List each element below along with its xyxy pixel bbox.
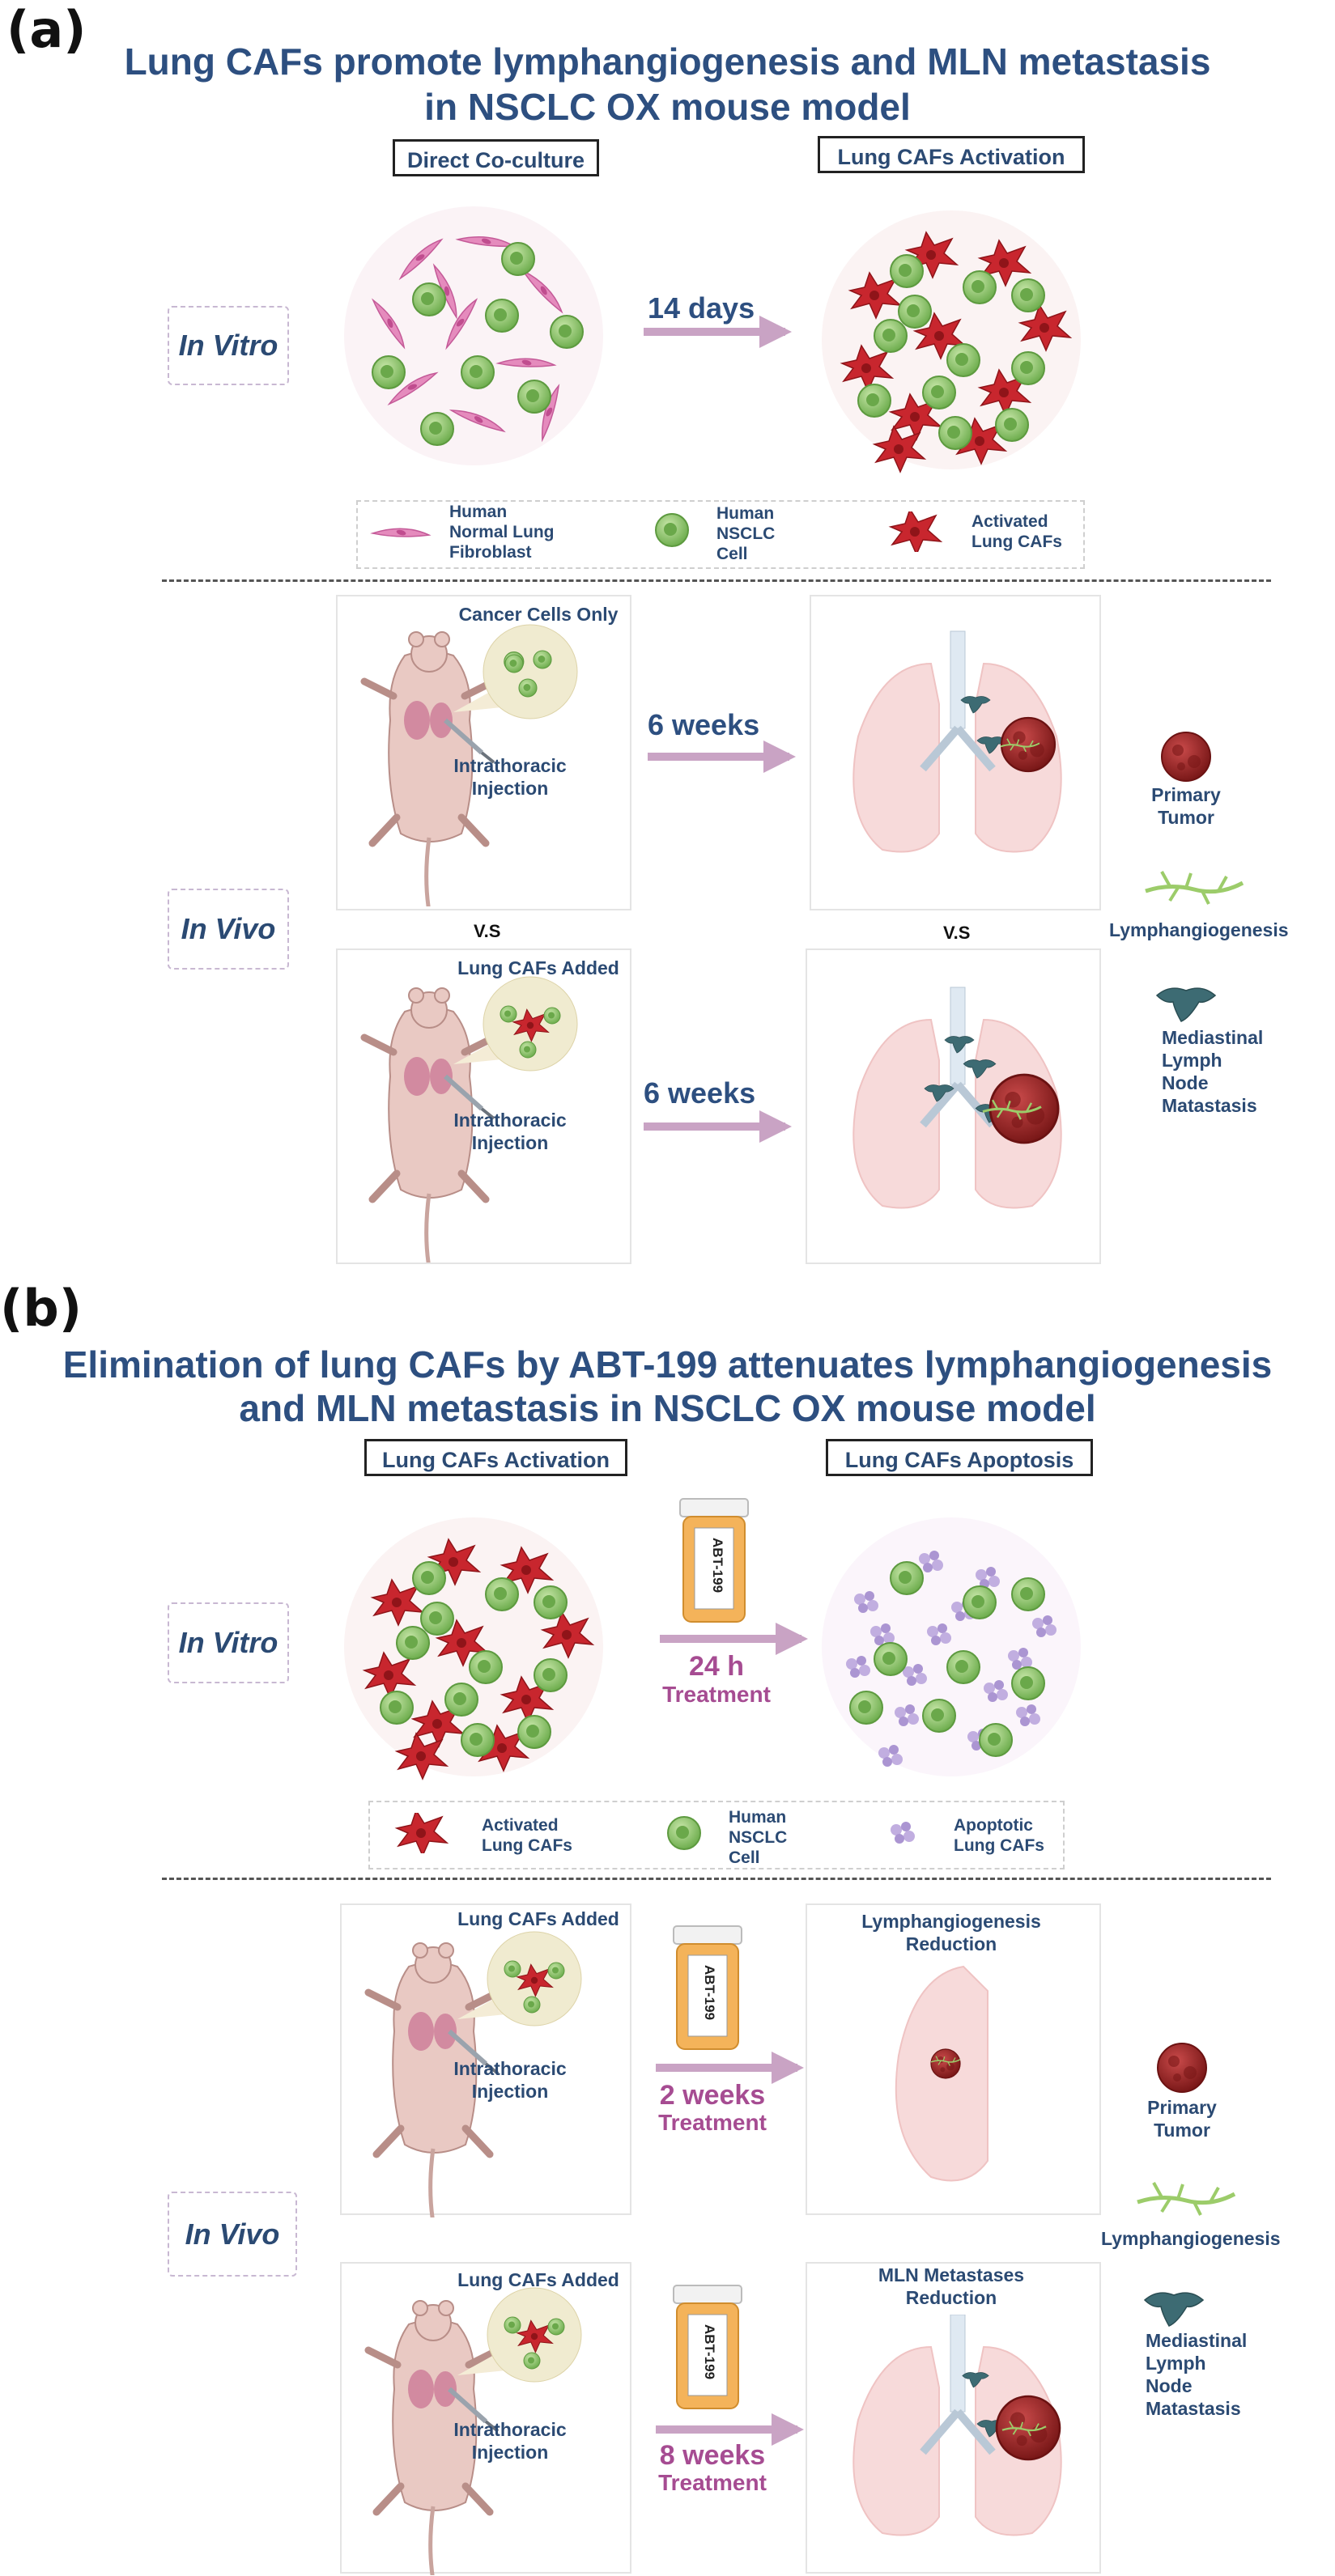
injected-cells-bubble-b2	[457, 2287, 582, 2383]
treatment-label-vitro: Treatment	[662, 1682, 771, 1707]
mouse-frame-cafs-added	[336, 948, 631, 1264]
abt199-jar-label-b1: ABT-199	[702, 1965, 717, 2021]
lymphangiogenesis-icon-b	[1133, 2173, 1239, 2222]
duration-6-weeks-1: 6 weeks	[648, 708, 760, 741]
lung-cafs-apoptosis-box: Lung CAFs Apoptosis	[826, 1439, 1093, 1476]
mln-icon-b	[1144, 2292, 1204, 2327]
panel-b-title-line1: Elimination of lung CAFs by ABT-199 atte…	[62, 1343, 1273, 1386]
cafs-added-label-b2: Lung CAFs Added	[457, 2269, 619, 2290]
apoptosis-dish	[822, 1517, 1081, 1776]
injected-cells-bubble-2	[453, 976, 578, 1072]
arrow-14-days	[644, 316, 792, 348]
lung-illustration-b2	[810, 2315, 1101, 2565]
legend-panel-a	[356, 500, 1085, 569]
fibroblast-legend-icon	[372, 519, 430, 549]
direct-coculture-box: Direct Co-culture	[393, 139, 599, 176]
panel-a-title-line1: Lung CAFs promote lymphangiogenesis and …	[124, 40, 1211, 83]
panel-b-title-line2: and MLN metastasis in NSCLC OX mouse mod…	[239, 1387, 1096, 1429]
arrow-24h	[660, 1623, 808, 1655]
panel-b-letter: (b)	[0, 1279, 83, 1338]
primary-tumor-icon	[1161, 732, 1211, 782]
duration-24h: 24 h	[688, 1651, 745, 1682]
panel-a-letter: (a)	[6, 0, 87, 59]
divider-b	[162, 1878, 1271, 1880]
abt199-jar-label-b2: ABT-199	[702, 2324, 717, 2380]
cancer-cells-only-label: Cancer Cells Only	[458, 604, 619, 625]
abt199-jar-label-vitro: ABT-199	[710, 1538, 725, 1594]
nsclc-legend-icon	[655, 513, 689, 547]
injected-cells-bubble-b1	[457, 1931, 582, 2026]
primary-tumor-icon-b	[1157, 2043, 1207, 2093]
coculture-dish	[344, 206, 603, 465]
cafs-added-label-b1: Lung CAFs Added	[457, 1908, 619, 1929]
mln-icon	[1156, 987, 1216, 1022]
vs-label-left: V.S	[474, 921, 501, 941]
mouse-frame-b2	[340, 2262, 631, 2574]
cafs-added-label: Lung CAFs Added	[457, 957, 619, 978]
lung-illustration-2	[810, 979, 1101, 1246]
lung-illustration-b1	[895, 1965, 988, 2182]
activated-dish-b	[344, 1517, 603, 1780]
injected-cells-bubble	[453, 624, 578, 719]
mouse-frame-b1	[340, 1903, 631, 2215]
lymphangiogenesis-label: Lymphangiogenesis	[1109, 919, 1289, 940]
lung-cafs-activation-box-b: Lung CAFs Activation	[364, 1439, 627, 1476]
duration-6-weeks-2: 6 weeks	[644, 1076, 756, 1110]
activated-dish	[822, 210, 1081, 473]
duration-2-weeks: 2 weeks	[659, 2080, 766, 2111]
lung-cafs-activation-box: Lung CAFs Activation	[818, 136, 1085, 173]
panel-a-title-line2: in NSCLC OX mouse model	[424, 86, 911, 128]
vs-label-right: V.S	[943, 923, 971, 943]
arrow-2-weeks	[656, 2052, 804, 2084]
in-vitro-label-b: In Vitro	[168, 1602, 289, 1683]
activated-caf-legend-icon-b	[396, 1813, 448, 1853]
arrow-6-weeks-2	[644, 1110, 792, 1143]
treatment-label-b2: Treatment	[658, 2470, 767, 2495]
divider-a	[162, 579, 1271, 582]
treatment-label-b1: Treatment	[658, 2110, 767, 2135]
arrow-6-weeks-1	[648, 741, 796, 773]
lung-illustration-1	[810, 623, 1101, 882]
duration-14-days: 14 days	[648, 291, 755, 325]
nsclc-legend-icon-b	[667, 1816, 701, 1850]
in-vitro-label: In Vitro	[168, 306, 289, 385]
arrow-8-weeks	[656, 2413, 804, 2446]
legend-panel-b	[368, 1801, 1065, 1869]
in-vivo-label: In Vivo	[168, 889, 289, 970]
duration-8-weeks: 8 weeks	[659, 2440, 766, 2471]
lymphangiogenesis-icon	[1142, 862, 1247, 910]
lymphangiogenesis-label-b: Lymphangiogenesis	[1101, 2228, 1281, 2249]
activated-caf-legend-icon	[890, 511, 942, 552]
in-vivo-label-b: In Vivo	[168, 2192, 297, 2277]
apoptotic-legend-icon	[891, 1822, 915, 1844]
